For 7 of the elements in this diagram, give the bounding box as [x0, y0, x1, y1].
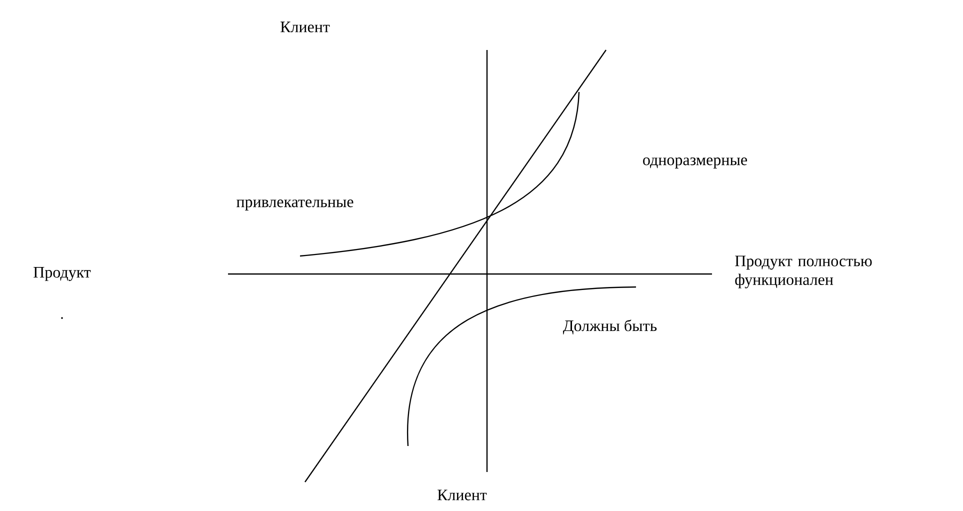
axis-label: Клиент — [280, 22, 330, 32]
axis-label: Продукт полностью функционален — [735, 256, 872, 288]
curve-label: одноразмерные — [643, 158, 748, 168]
axis-label: Продукт — [34, 267, 91, 281]
curve-label: привлекательные — [236, 200, 354, 210]
axis-label: Клиент — [438, 490, 487, 500]
curve-label: Должны быть — [563, 320, 657, 334]
